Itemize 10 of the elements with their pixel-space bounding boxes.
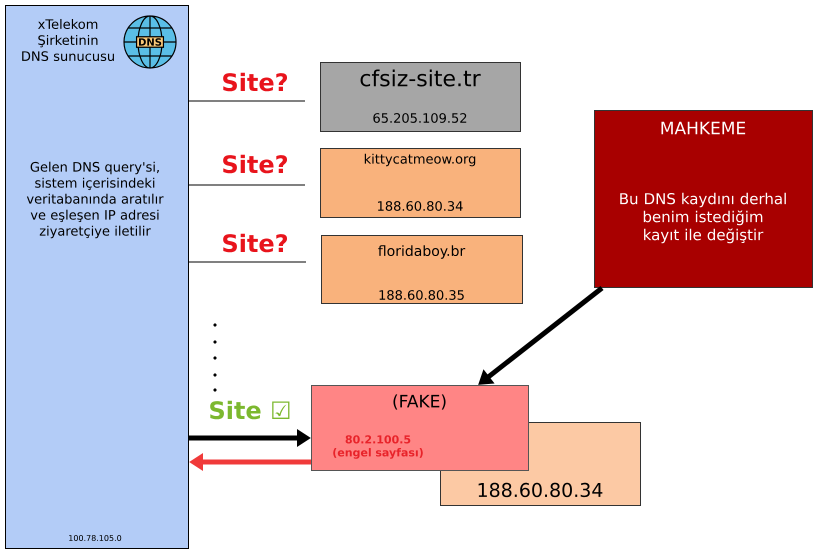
edge-label: Site?	[220, 72, 290, 92]
connector-line	[188, 100, 306, 102]
edge-label: Site ☑	[207, 400, 293, 420]
edge-label: Site?	[220, 154, 290, 174]
edge-label: Site?	[220, 232, 290, 254]
connector-line	[188, 184, 306, 186]
court-box: MAHKEME Bu DNS kaydını derhal benim istediğim kayıt ile değiştir	[594, 110, 813, 288]
record-box: kittycatmeow.org 188.60.80.34	[320, 148, 521, 218]
fake-record-box: (FAKE) 80.2.100.5 (engel sayfası)	[311, 385, 529, 471]
record-box: floridaboy.br 188.60.80.35	[321, 235, 523, 304]
